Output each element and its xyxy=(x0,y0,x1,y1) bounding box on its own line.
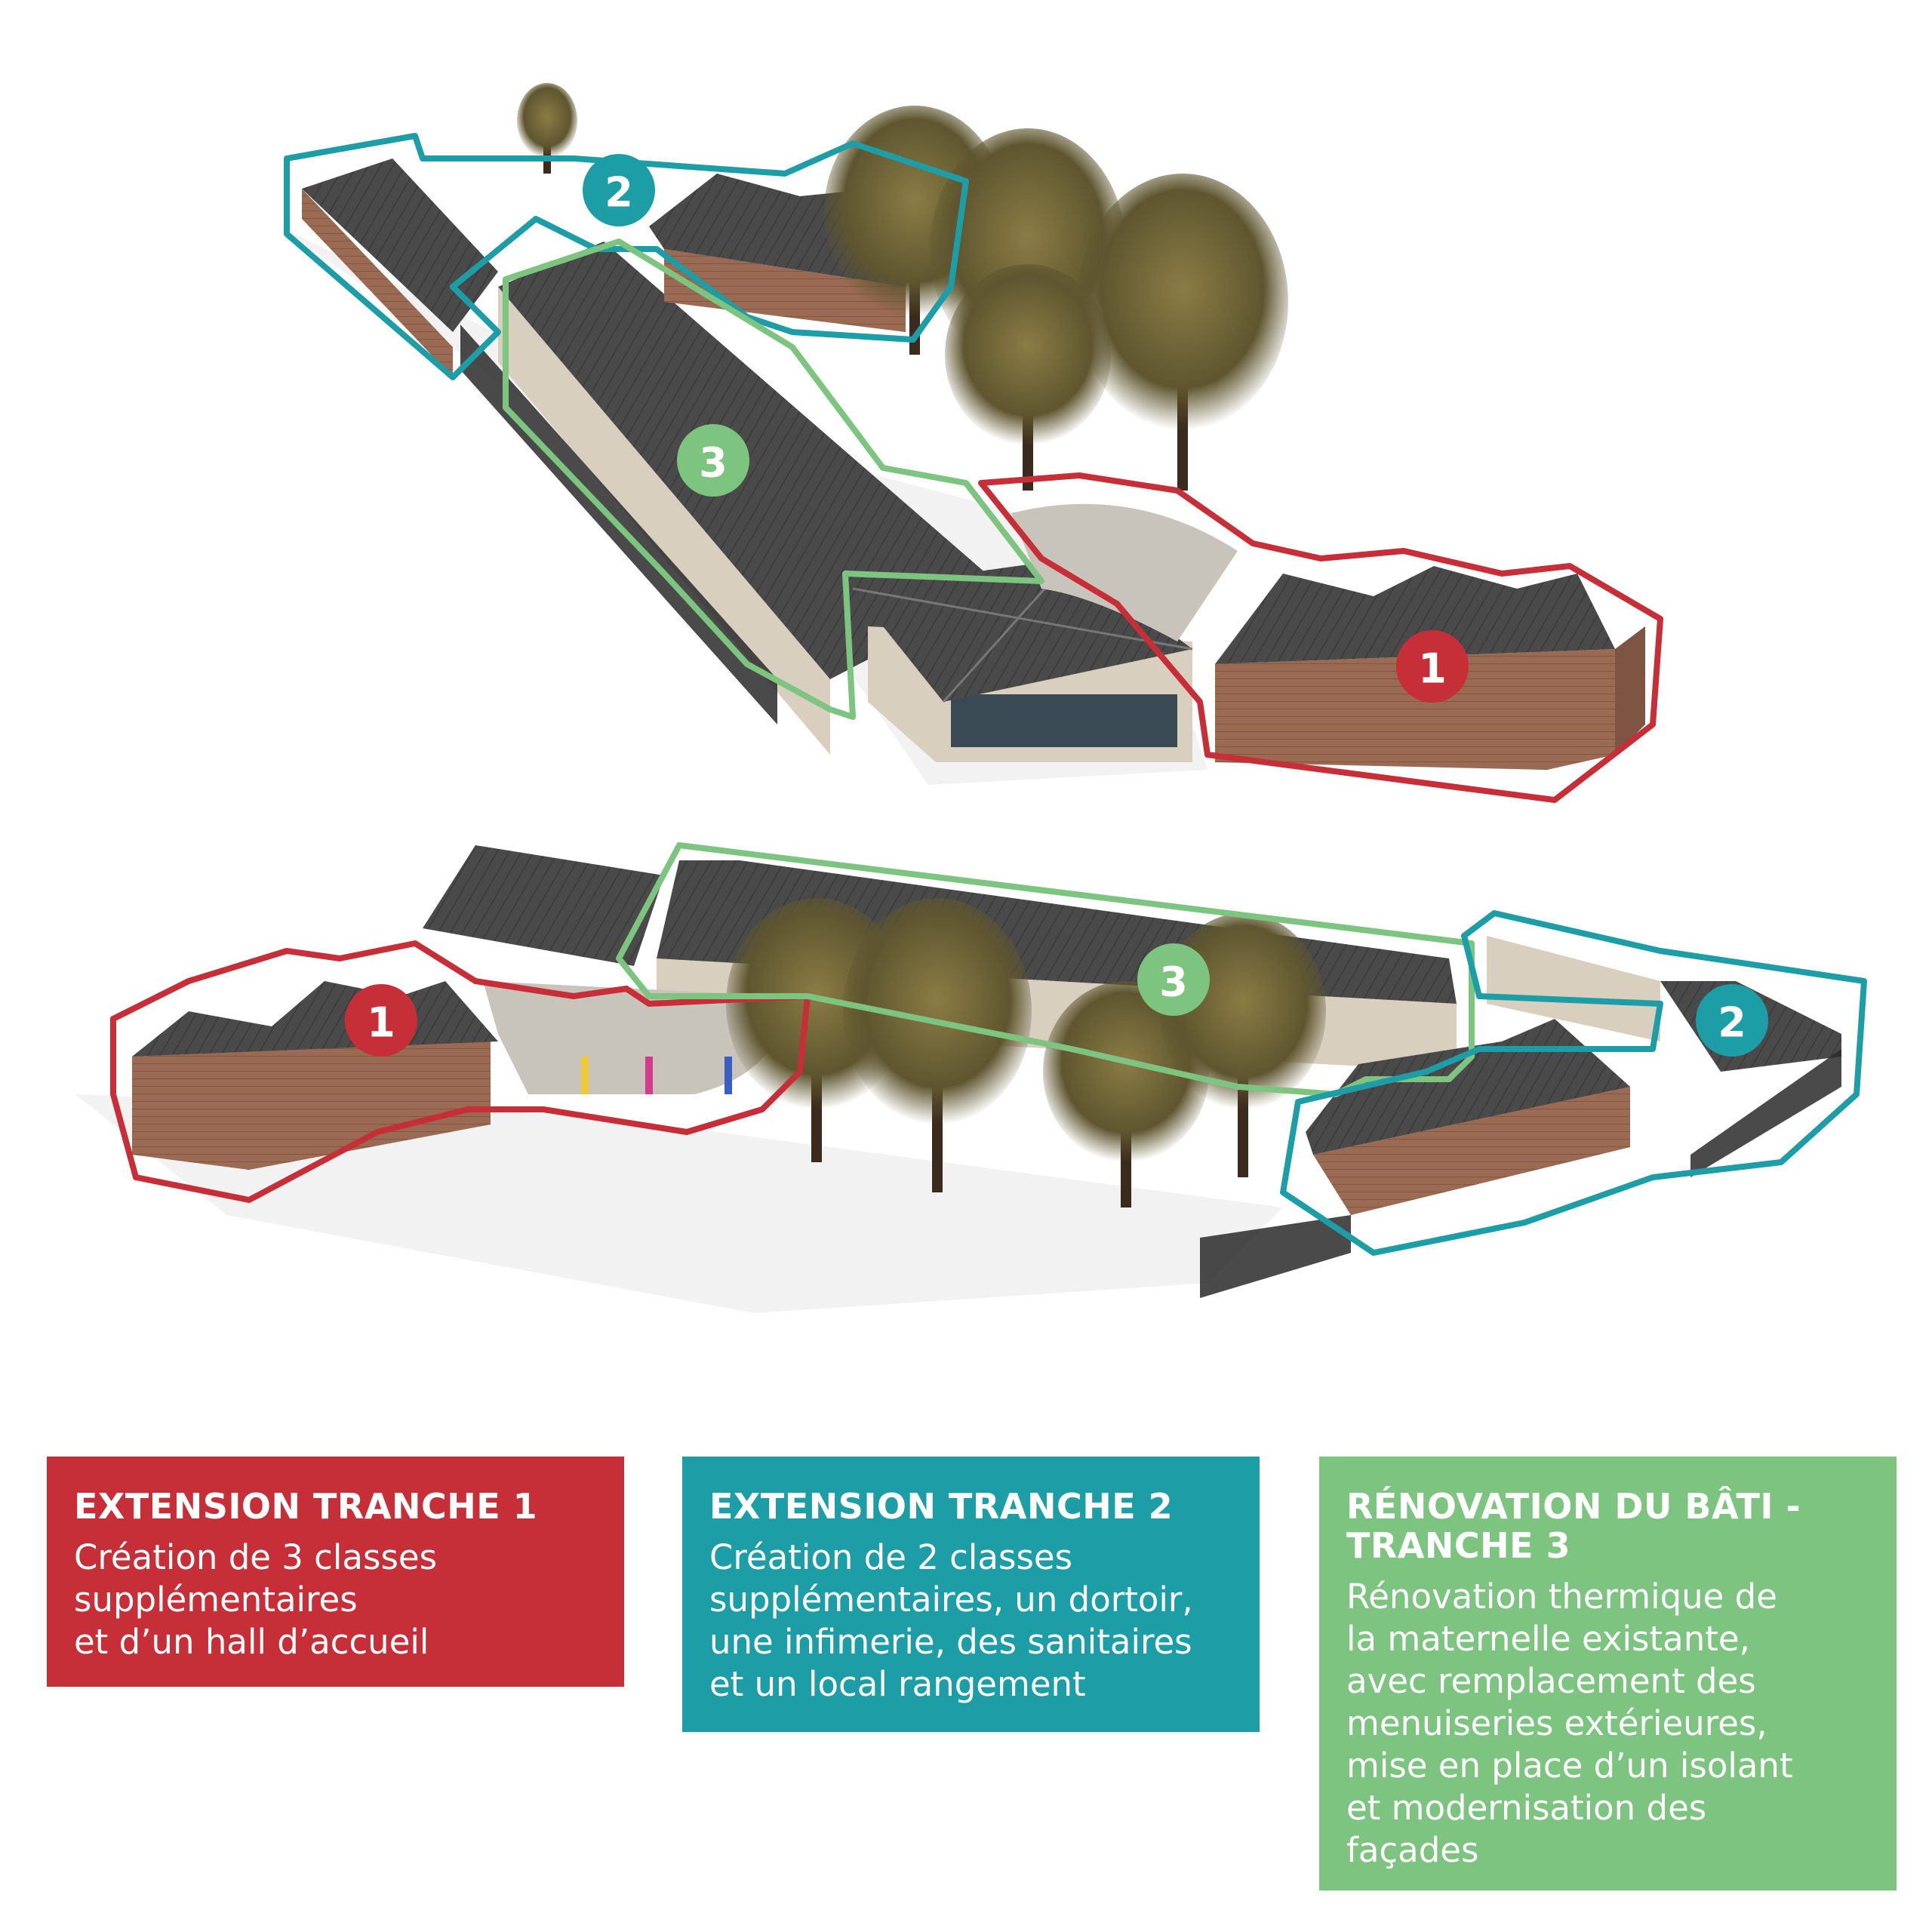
legend-text-line: et d’un hall d’accueil xyxy=(74,1622,429,1662)
legend-text-line: et un local rangement xyxy=(709,1664,1086,1704)
long-wing-roof xyxy=(498,242,1004,679)
hall-column xyxy=(581,1057,589,1094)
legend-tranche1: EXTENSION TRANCHE 1 Création de 3 classe… xyxy=(47,1457,624,1687)
tree xyxy=(517,83,577,174)
long-wing-wall xyxy=(498,287,830,755)
t1-block-roof xyxy=(1215,566,1615,664)
legend-text-line: Création de 3 classes xyxy=(74,1537,438,1577)
tree xyxy=(1077,174,1288,491)
t2-upper-block xyxy=(1487,936,1660,1041)
legend-text-line: Rénovation thermique de xyxy=(1346,1577,1777,1617)
pavilion-windows xyxy=(951,694,1177,747)
legend-text-line: la maternelle existante, xyxy=(1346,1619,1750,1659)
t1-block-wall xyxy=(132,1041,491,1170)
round-hall-canopy xyxy=(483,981,785,1094)
badge-label: 3 xyxy=(699,439,728,487)
legend-text-line: supplémentaires, un dortoir, xyxy=(709,1580,1193,1620)
legend-text-line: supplémentaires xyxy=(74,1580,358,1620)
bottom-building-view: 1 3 2 xyxy=(75,842,1867,1313)
legend-title: EXTENSION TRANCHE 1 xyxy=(74,1486,538,1527)
badge-label: 1 xyxy=(367,999,395,1047)
tree xyxy=(843,898,1032,1192)
badge-label: 3 xyxy=(1159,958,1188,1006)
legend-text-line: une infimerie, des sanitaires xyxy=(709,1622,1192,1662)
legend-tranche2: EXTENSION TRANCHE 2 Création de 2 classe… xyxy=(682,1457,1260,1732)
legend-title: TRANCHE 3 xyxy=(1346,1525,1571,1566)
top-building-view: 2 3 1 xyxy=(279,83,1663,803)
t2-block-roof xyxy=(1306,1019,1630,1155)
t1-block-side xyxy=(1615,626,1645,755)
badge-label: 2 xyxy=(1718,999,1746,1047)
badge-label: 2 xyxy=(605,169,633,217)
t2-block-wall xyxy=(1313,1087,1630,1215)
badge-tranche3-bottom: 3 xyxy=(1137,943,1210,1016)
t2-gable-block-wall xyxy=(664,249,906,332)
zone-outline-tranche2 xyxy=(284,133,969,380)
round-hall-canopy xyxy=(1011,503,1238,641)
fence xyxy=(1200,1215,1351,1298)
main-pavilion-roof xyxy=(423,845,664,966)
badge-tranche1-top: 1 xyxy=(1396,630,1469,703)
legend-text-line: Création de 2 classes xyxy=(709,1537,1073,1577)
badge-tranche1-bottom: 1 xyxy=(345,984,417,1057)
legend-text-line: avec remplacement des xyxy=(1346,1661,1756,1701)
legend-text-line: et modernisation des xyxy=(1346,1788,1707,1828)
legend-text-line: mise en place d’un isolant xyxy=(1346,1746,1793,1786)
badge-tranche2-bottom: 2 xyxy=(1696,984,1768,1057)
hall-column xyxy=(724,1057,732,1094)
zone-outline-tranche1 xyxy=(110,940,811,1203)
legend-text-line: façades xyxy=(1346,1830,1479,1870)
zone-outline-tranche2 xyxy=(1280,910,1867,1256)
hall-column xyxy=(645,1057,653,1094)
t1-block-wall xyxy=(1215,649,1615,770)
ground-shadow xyxy=(75,1094,1283,1313)
zone-outline-tranche1 xyxy=(978,472,1663,803)
zone-outline-tranche3 xyxy=(503,238,1044,720)
t2-block-wall xyxy=(302,189,453,377)
badge-tranche2-top: 2 xyxy=(583,154,655,226)
legend-tranche3: RÉNOVATION DU BÂTI - TRANCHE 3 Rénovatio… xyxy=(1319,1457,1897,1890)
t2-block-roof xyxy=(302,158,498,332)
pavilion-ridge xyxy=(852,587,1193,651)
badge-label: 1 xyxy=(1418,645,1447,693)
legend-title: EXTENSION TRANCHE 2 xyxy=(709,1486,1174,1527)
legend-title: RÉNOVATION DU BÂTI - xyxy=(1346,1486,1801,1527)
fence xyxy=(1690,1049,1841,1177)
badge-tranche3-top: 3 xyxy=(677,424,749,497)
legend-text-line: menuiseries extérieures, xyxy=(1346,1703,1767,1743)
tree xyxy=(945,264,1111,491)
